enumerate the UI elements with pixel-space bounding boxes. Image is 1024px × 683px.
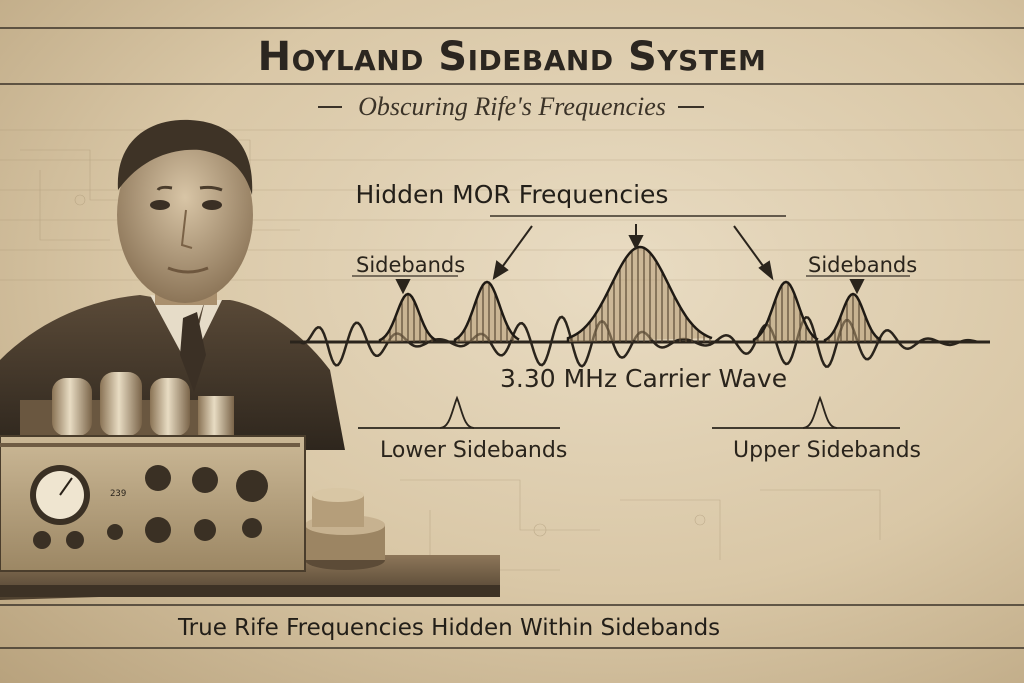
coil: [305, 488, 385, 570]
envelope-outline-2: [453, 280, 520, 342]
sidebands-left-label: Sidebands: [356, 253, 466, 277]
waveform-diagram: [290, 224, 990, 429]
panel-number: 239: [110, 489, 126, 499]
sideband-envelopes: [378, 245, 882, 342]
upper-sidebands-label: Upper Sidebands: [733, 438, 921, 463]
sideband-brackets: [358, 395, 900, 429]
sidebands-right-label: Sidebands: [808, 253, 918, 277]
poster-subtitle: Obscuring Rife's Frequencies: [358, 92, 666, 121]
envelope-outline-5: [823, 292, 882, 342]
footer-rules: [0, 604, 1024, 649]
envelope-fill-3: [568, 247, 712, 342]
envelope-outline-3: [566, 245, 713, 342]
knobs: [33, 465, 268, 549]
poster-title: Hoyland Sideband System: [257, 34, 767, 80]
pointer-arrows: [395, 224, 865, 295]
vacuum-tubes: [52, 372, 234, 436]
carrier-wave-label: 3.30 MHz Carrier Wave: [500, 364, 788, 393]
radio-device: 239: [0, 372, 306, 572]
lower-sidebands-label: Lower Sidebands: [380, 438, 568, 463]
envelope-outline-1: [378, 292, 437, 342]
title-rules: [0, 27, 1024, 277]
hidden-frequencies-label: Hidden MOR Frequencies: [355, 180, 669, 209]
footer-caption: True Rife Frequencies Hidden Within Side…: [178, 615, 721, 641]
envelope-outline-4: [752, 280, 819, 342]
